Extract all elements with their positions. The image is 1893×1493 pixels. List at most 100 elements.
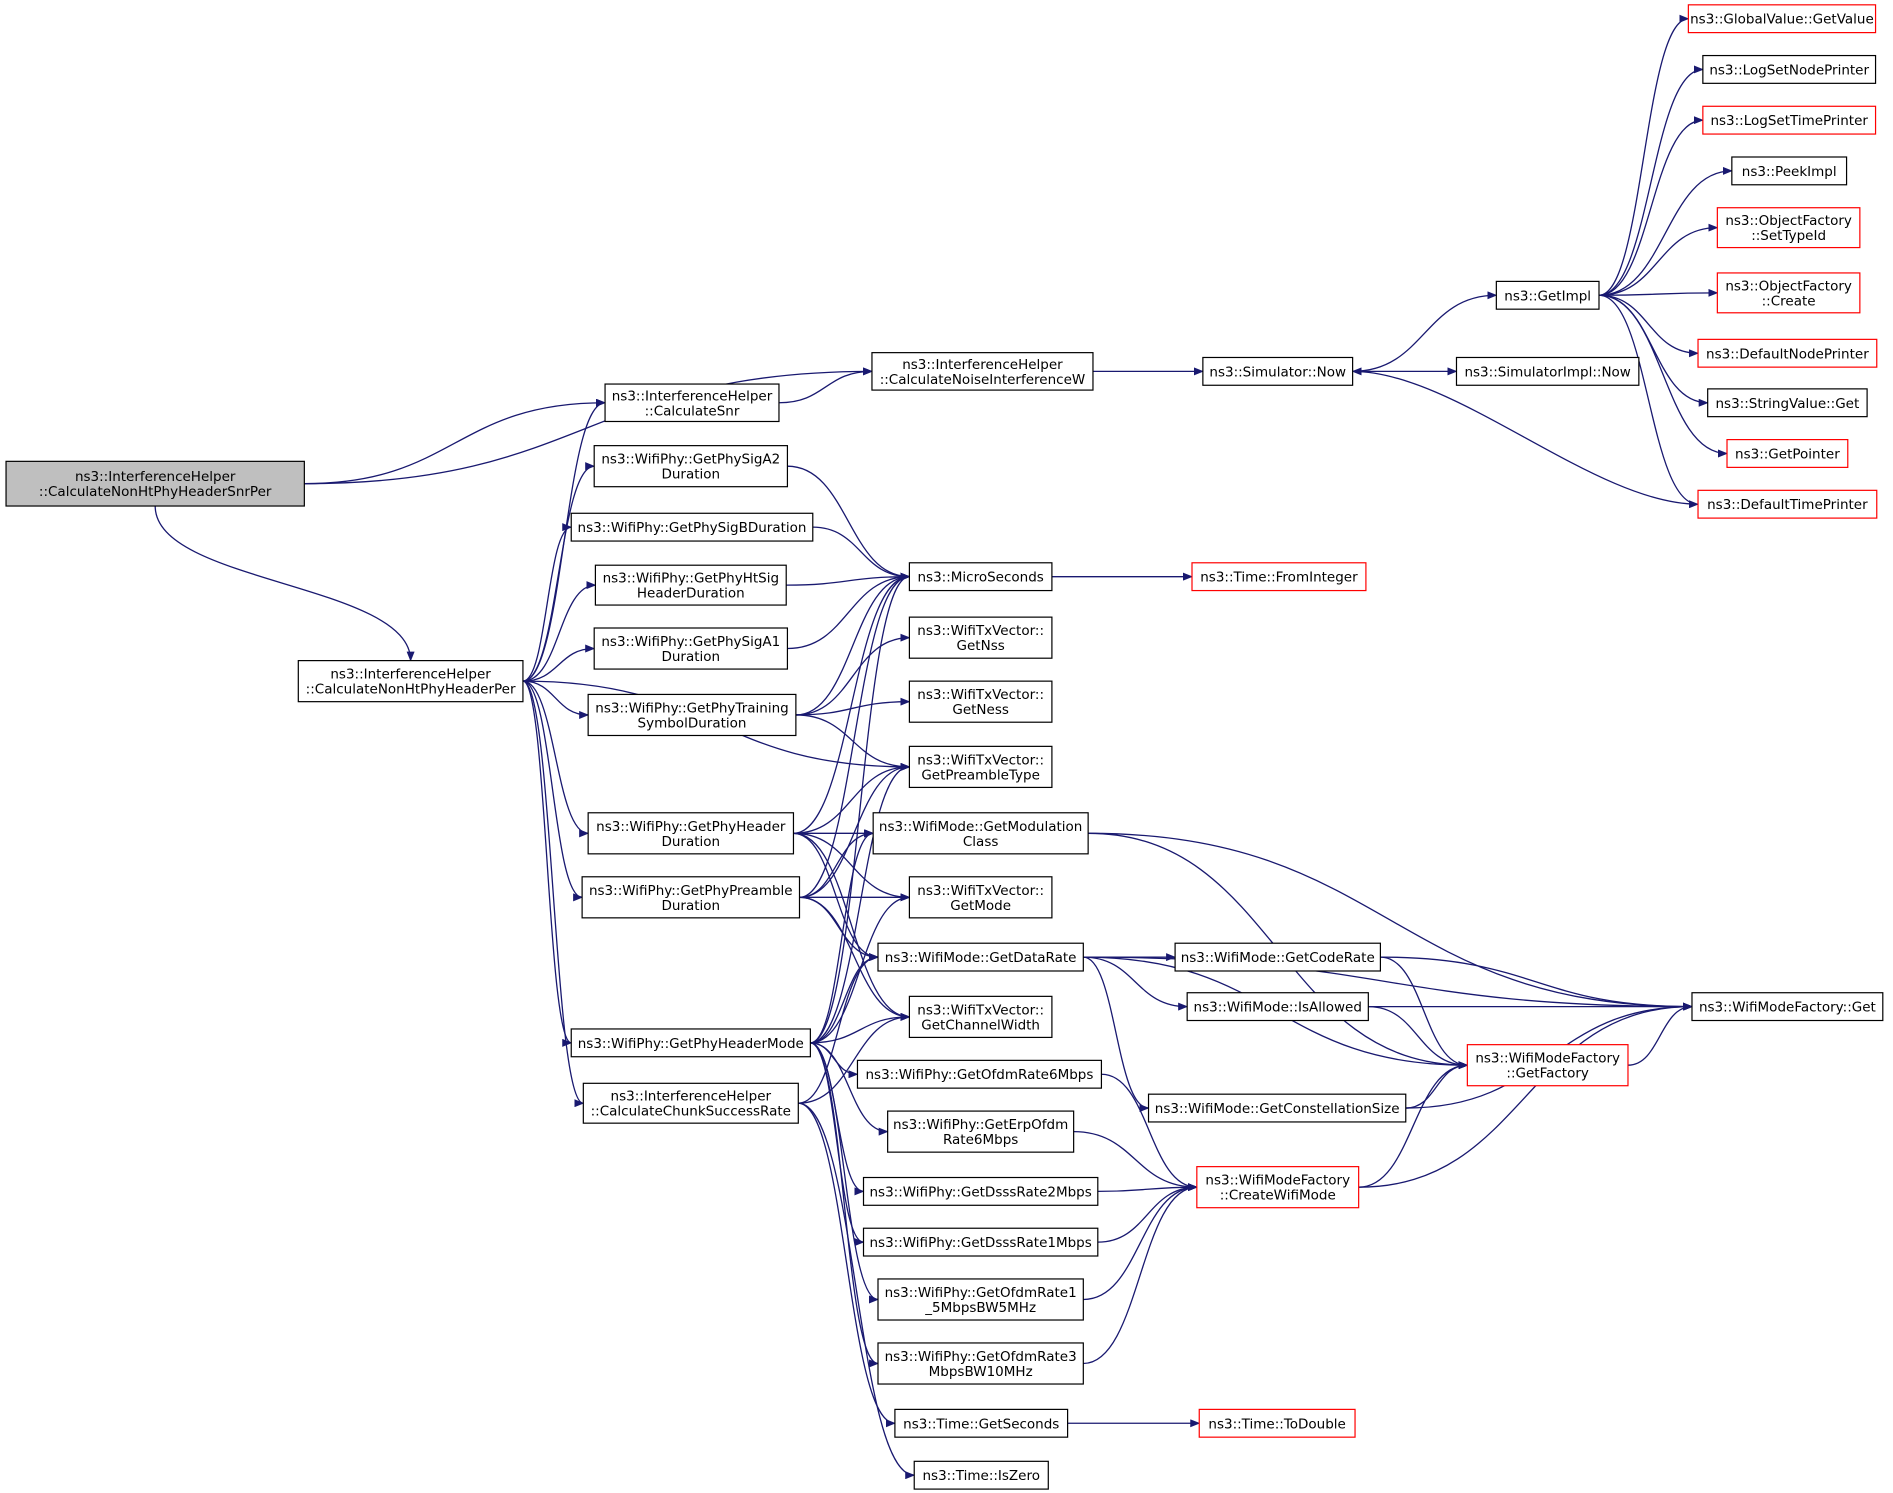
node-globalGetValue[interactable]: ns3::GlobalValue::GetValue <box>1687 4 1877 34</box>
node-training[interactable]: ns3::WifiPhy::GetPhyTrainingSymbolDurati… <box>587 693 797 737</box>
edge-hdrDur-to-micro <box>793 572 911 834</box>
edge-line <box>522 581 597 682</box>
node-label: ::CreateWifiMode <box>1220 1188 1336 1204</box>
node-label: ns3::WifiMode::GetDataRate <box>885 950 1077 966</box>
edge-line <box>810 1012 911 1044</box>
node-label: ns3::WifiPhy::GetPhyHeader <box>596 819 786 835</box>
node-root[interactable]: ns3::InterferenceHelper::CalculateNonHtP… <box>5 460 305 507</box>
node-box <box>587 693 797 737</box>
node-label: ns3::WifiTxVector:: <box>917 1002 1044 1018</box>
node-sigB[interactable]: ns3::WifiPhy::GetPhySigBDuration <box>570 512 814 542</box>
edge-line <box>1380 956 1469 1070</box>
edge-line <box>1598 65 1704 296</box>
edge-line <box>154 506 415 662</box>
edge-hdrMode-to-modClass <box>810 829 875 1044</box>
node-ofdm15[interactable]: ns3::WifiPhy::GetOfdmRate1_5MbpsBW5MHz <box>877 1278 1084 1321</box>
edge-line <box>1627 1002 1693 1066</box>
edge-line <box>795 697 911 716</box>
edge-line <box>1097 1183 1198 1193</box>
node-logSetTime[interactable]: ns3::LogSetTimePrinter <box>1702 105 1877 135</box>
node-box <box>871 352 1094 391</box>
node-label: ns3::InterferenceHelper <box>75 469 236 485</box>
edge-line <box>793 762 911 834</box>
node-getNess[interactable]: ns3::WifiTxVector::GetNess <box>908 680 1053 723</box>
node-label: ns3::InterferenceHelper <box>611 1089 772 1105</box>
node-dsss1[interactable]: ns3::WifiPhy::GetDsssRate1Mbps <box>862 1227 1099 1257</box>
node-box <box>894 1408 1069 1438</box>
node-isZero[interactable]: ns3::Time::IsZero <box>913 1460 1049 1490</box>
node-preType[interactable]: ns3::WifiTxVector::GetPreambleType <box>908 745 1053 789</box>
node-calcNoise[interactable]: ns3::InterferenceHelper::CalculateNoiseI… <box>871 352 1094 391</box>
node-hdrMode[interactable]: ns3::WifiPhy::GetPhyHeaderMode <box>570 1028 811 1058</box>
node-box <box>1495 280 1600 310</box>
node-chunk[interactable]: ns3::InterferenceHelper::CalculateChunkS… <box>582 1082 799 1124</box>
edge-chunk-to-dataRate <box>798 953 879 1104</box>
node-isAllowed[interactable]: ns3::WifiMode::IsAllowed <box>1186 992 1369 1022</box>
node-codeRate[interactable]: ns3::WifiMode::GetCodeRate <box>1174 942 1382 972</box>
edge-line <box>1598 166 1733 296</box>
node-simImplNow[interactable]: ns3::SimulatorImpl::Now <box>1455 356 1640 386</box>
node-defTimePrinter[interactable]: ns3::DefaultTimePrinter <box>1697 489 1878 519</box>
node-box <box>908 876 1053 919</box>
node-dataRate[interactable]: ns3::WifiMode::GetDataRate <box>877 942 1084 972</box>
node-fromInt[interactable]: ns3::Time::FromInteger <box>1191 562 1367 592</box>
edge-line <box>1083 956 1150 1113</box>
node-label: ns3::WifiPhy::GetPhyHeaderMode <box>578 1036 804 1052</box>
edge-hdrDur-to-txGetMode <box>793 832 911 902</box>
edge-line <box>810 762 911 1044</box>
node-box <box>872 812 1089 855</box>
node-calcSnr[interactable]: ns3::InterferenceHelper::CalculateSnr <box>604 383 780 423</box>
node-txGetMode[interactable]: ns3::WifiTxVector::GetMode <box>908 876 1053 919</box>
edge-calcPer-to-training <box>522 680 590 719</box>
node-box <box>1191 562 1367 592</box>
edge-constSize-to-getFactory <box>1405 1061 1469 1109</box>
node-label: ns3::InterferenceHelper <box>330 667 491 683</box>
node-getPointer[interactable]: ns3::GetPointer <box>1726 439 1849 468</box>
node-simNow[interactable]: ns3::Simulator::Now <box>1202 356 1354 386</box>
edge-line <box>793 572 911 834</box>
node-label: Duration <box>661 898 720 914</box>
node-label: ns3::InterferenceHelper <box>612 388 773 404</box>
node-toDouble[interactable]: ns3::Time::ToDouble <box>1198 1408 1356 1438</box>
edge-line <box>1358 1002 1693 1188</box>
node-ofdm6[interactable]: ns3::WifiPhy::GetOfdmRate6Mbps <box>856 1059 1103 1089</box>
node-micro[interactable]: ns3::MicroSeconds <box>908 562 1053 592</box>
edge-line <box>786 572 911 586</box>
node-label: SymbolDuration <box>638 715 747 731</box>
node-getFactory[interactable]: ns3::WifiModeFactory::GetFactory <box>1466 1044 1629 1087</box>
node-constSize[interactable]: ns3::WifiMode::GetConstellationSize <box>1147 1093 1407 1123</box>
node-createMode[interactable]: ns3::WifiModeFactory::CreateWifiMode <box>1196 1166 1360 1209</box>
node-chWidth[interactable]: ns3::WifiTxVector::GetChannelWidth <box>908 995 1053 1039</box>
node-peekImpl[interactable]: ns3::PeekImpl <box>1731 156 1848 186</box>
edge-line <box>1097 1183 1198 1243</box>
node-logSetNode[interactable]: ns3::LogSetNodePrinter <box>1702 54 1877 84</box>
edge-sigA1-to-micro <box>787 572 911 650</box>
edge-training-to-preType <box>795 714 911 771</box>
node-calcPer[interactable]: ns3::InterferenceHelper::CalculateNonHtP… <box>297 660 524 703</box>
node-getSeconds[interactable]: ns3::Time::GetSeconds <box>894 1408 1069 1438</box>
node-label: ns3::GetImpl <box>1504 288 1591 304</box>
node-getImpl[interactable]: ns3::GetImpl <box>1495 280 1600 310</box>
node-dsss2[interactable]: ns3::WifiPhy::GetDsssRate2Mbps <box>862 1176 1099 1206</box>
node-strValGet[interactable]: ns3::StringValue::Get <box>1707 388 1868 418</box>
node-getNss[interactable]: ns3::WifiTxVector::GetNss <box>908 616 1053 659</box>
edge-simNow-to-getImpl <box>1352 291 1498 373</box>
node-label: ns3::WifiPhy::GetOfdmRate1 <box>885 1285 1077 1301</box>
node-label: ::CalculateSnr <box>645 403 740 419</box>
node-ofCreate[interactable]: ns3::ObjectFactory::Create <box>1716 272 1861 314</box>
node-box <box>1726 439 1849 468</box>
node-defNodePrinter[interactable]: ns3::DefaultNodePrinter <box>1697 338 1878 368</box>
node-label: MbpsBW10MHz <box>929 1364 1033 1380</box>
node-factGet[interactable]: ns3::WifiModeFactory::Get <box>1691 992 1884 1022</box>
node-label: ns3::WifiPhy::GetPhySigBDuration <box>578 520 807 536</box>
node-ofSetTypeId[interactable]: ns3::ObjectFactory::SetTypeId <box>1716 207 1861 249</box>
edge-hdrDur-to-preType <box>793 762 911 834</box>
